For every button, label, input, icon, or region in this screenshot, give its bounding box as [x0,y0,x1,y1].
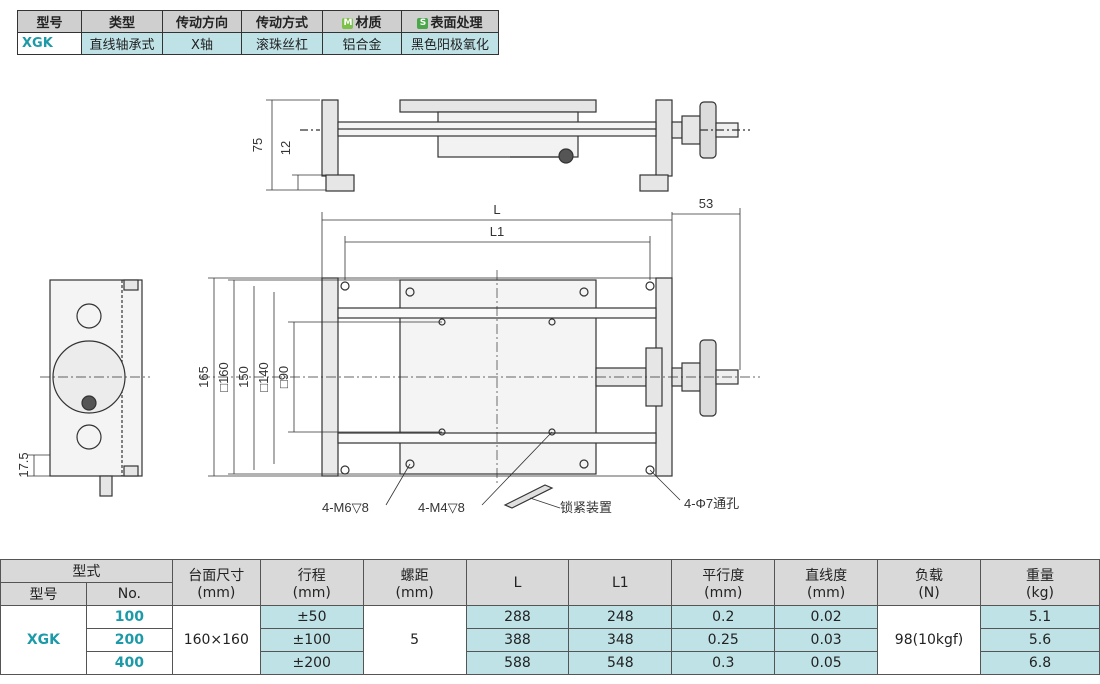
header-table-size: 台面尺寸(mm) [171,559,261,606]
cell-L-0: 288 [465,605,570,629]
cell-weight-1: 5.6 [980,628,1100,652]
cell-L1-2: 548 [568,651,673,675]
spec-header-type: 类型 [81,10,163,33]
side-view [266,99,750,192]
surface-badge-icon: S [417,18,429,29]
spec-main-table: 型式 台面尺寸(mm) 行程(mm) 螺距(mm) L L1 平行度(mm) 直… [0,559,1100,675]
spec-header-direction: 传动方向 [162,10,242,33]
cell-par-2: 0.3 [671,651,776,675]
spec-cell-material: 铝合金 [322,32,402,55]
note-m4: 4-M4▽8 [418,500,465,515]
cell-table-size: 160×160 [171,605,261,675]
spec-cell-type: 直线轴承式 [81,32,163,55]
spec-cell-model: XGK [17,32,82,55]
dim-90-label: □90 [276,366,291,388]
cell-str-1: 0.03 [774,628,879,652]
cell-str-0: 0.02 [774,605,879,629]
top-view [200,270,760,509]
dim-17-5-label: 17.5 [16,452,31,477]
dim-160-label: □160 [216,362,231,392]
header-straightness: 直线度(mm) [774,559,879,606]
spec-header-drive: 传动方式 [241,10,323,33]
dim-150-label: 150 [236,366,251,388]
note-m6: 4-M6▽8 [322,500,369,515]
header-type: 型式 [0,559,173,583]
cell-weight-2: 6.8 [980,651,1100,675]
dim-12-label: 12 [278,141,293,155]
cell-L-2: 588 [465,651,570,675]
left-dimensions [208,277,442,477]
header-parallelism: 平行度(mm) [671,559,776,606]
dim-53-label: 53 [699,196,713,211]
cell-stroke-1: ±100 [259,628,364,652]
header-weight: 重量(kg) [980,559,1100,606]
note-hole: 4-Φ7通孔 [684,496,739,511]
technical-drawing: L L1 53 75 12 165 □160 150 □140 □90 17.5… [16,99,760,515]
cell-no-2: 400 [85,651,173,675]
cell-par-1: 0.25 [671,628,776,652]
dim-75-label: 75 [250,138,265,152]
cell-stroke-0: ±50 [259,605,364,629]
header-L1: L1 [568,559,673,606]
dim-L1-label: L1 [490,224,504,239]
dim-L-label: L [493,202,500,217]
cell-L1-1: 348 [568,628,673,652]
end-view [28,279,150,497]
cell-par-0: 0.2 [671,605,776,629]
header-L: L [465,559,570,606]
top-dimensions [321,208,741,370]
cell-pitch: 5 [362,605,467,675]
spec-cell-direction: X轴 [162,32,242,55]
spec-cell-drive: 滚珠丝杠 [241,32,323,55]
header-model: 型号 [0,582,87,606]
dim-140-label: □140 [256,362,271,392]
cell-model: XGK [0,605,87,675]
cell-no-1: 200 [85,628,173,652]
cell-stroke-2: ±200 [259,651,364,675]
cell-load: 98(10kgf) [877,605,982,675]
material-badge-icon: M [342,18,354,29]
cell-weight-0: 5.1 [980,605,1100,629]
spec-cell-surface: 黑色阳极氧化 [401,32,499,55]
cell-no-0: 100 [85,605,173,629]
cell-L-1: 388 [465,628,570,652]
cell-L1-0: 248 [568,605,673,629]
cell-str-2: 0.05 [774,651,879,675]
note-lock: 锁紧装置 [560,500,612,515]
header-stroke: 行程(mm) [259,559,364,606]
header-no: No. [85,582,173,606]
spec-header-model: 型号 [17,10,82,33]
header-pitch: 螺距(mm) [362,559,467,606]
header-load: 负载(N) [877,559,982,606]
dim-165-label: 165 [196,366,211,388]
